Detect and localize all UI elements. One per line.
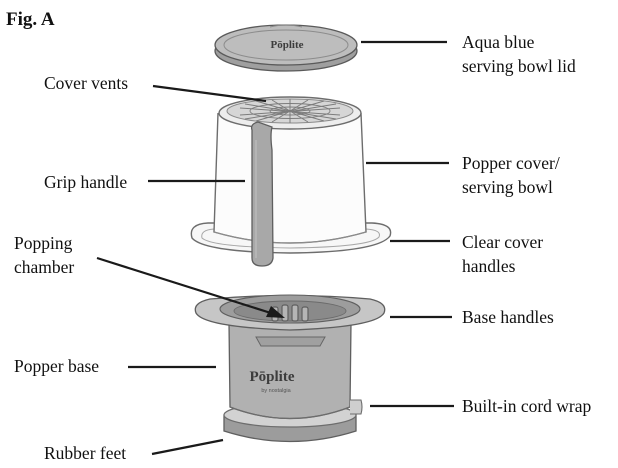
label-cover-vents: Cover vents [44,73,128,93]
label-lid-line2: serving bowl lid [462,56,576,76]
label-popper-cover-line1: Popper cover/ [462,153,560,173]
leader-popping-chamber [96,256,275,316]
figure-title: Fig. A [6,9,55,30]
popper-cover [190,96,392,267]
label-popping-chamber-line1: Popping [14,233,73,253]
label-popper-base: Popper base [14,356,99,376]
leader-rubber-feet [151,438,224,456]
label-clear-cover-handles-line2: handles [462,256,516,276]
label-grip-handle: Grip handle [44,172,127,192]
base-logo-sub: by nostalgia [261,388,291,394]
lid-logo: Pōplite [271,39,304,51]
serving-bowl-lid: Pōplite [214,24,358,72]
label-base-handles: Base handles [462,307,554,327]
label-popping-chamber-line2: chamber [14,257,74,277]
leader-lines [96,40,454,456]
label-clear-cover-handles-line1: Clear cover [462,232,543,252]
leader-cover-vents [152,84,267,103]
leader-popping-chamber-arrowhead [266,306,285,318]
popper-base: Pōplite by nostalgia [194,294,386,443]
label-cord-wrap: Built-in cord wrap [462,396,592,416]
label-rubber-feet: Rubber feet [44,443,126,463]
base-logo: Pōplite [250,369,295,385]
label-popper-cover-line2: serving bowl [462,177,553,197]
label-lid-line1: Aqua blue [462,32,535,52]
